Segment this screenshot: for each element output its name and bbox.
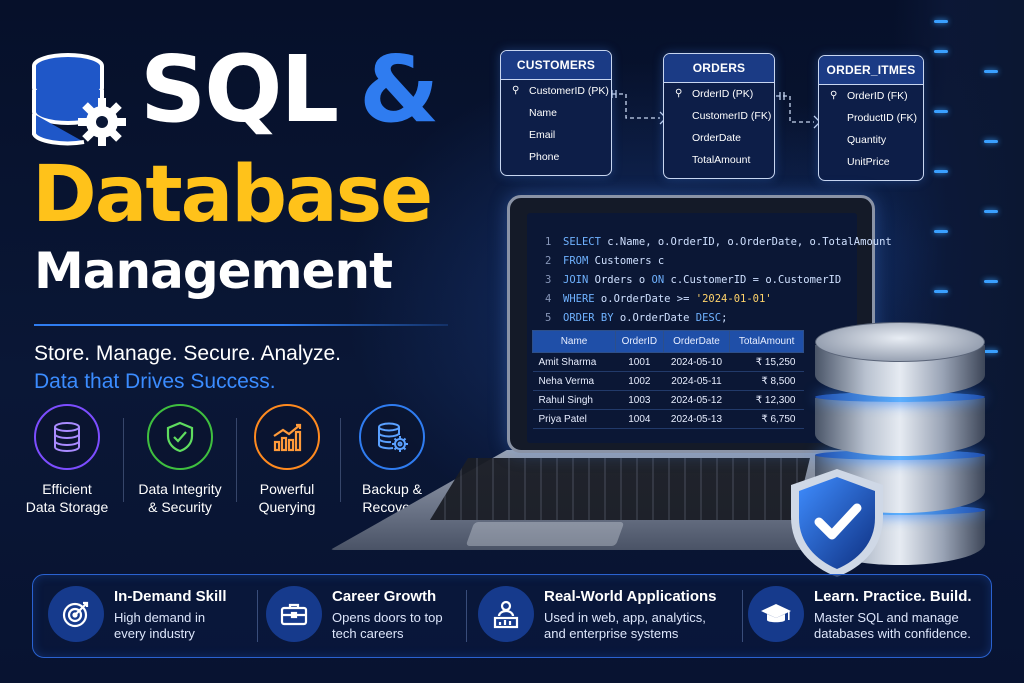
key-icon: ⚲ [675, 88, 683, 99]
column-header: Name [531, 330, 617, 353]
key-icon: ⚲ [830, 90, 838, 101]
database-icon [34, 404, 100, 470]
column-header: TotalAmount [729, 330, 804, 353]
database-logo-icon [30, 50, 130, 150]
analytics-user-icon [478, 586, 534, 642]
title-divider [34, 324, 448, 326]
erd-field: CustomerID (FK) [692, 110, 772, 122]
erd-table-order-items: ORDER_ITMES ⚲OrderID (FK) ProductID (FK)… [818, 55, 924, 181]
erd-table-title: CUSTOMERS [501, 51, 611, 80]
feature-divider [236, 418, 237, 502]
title-management: Management [34, 242, 393, 300]
erd-field: ⚲OrderID (FK) [819, 85, 923, 107]
shield-check-icon [147, 404, 213, 470]
erd-field: ⚲OrderID (PK) [664, 83, 774, 105]
erd-field: ProductID (FK) [847, 112, 918, 124]
erd-field: ⚲CustomerID (PK) [501, 80, 611, 102]
benefit-learn-practice-build: Learn. Practice. Build. Master SQL and m… [748, 584, 983, 648]
benefit-divider [466, 590, 467, 642]
erd-field: Quantity [847, 134, 887, 146]
erd-table-title: ORDERS [664, 54, 774, 83]
title-sql: SQL& [140, 36, 439, 143]
erd-table-customers: CUSTOMERS ⚲CustomerID (PK) Name Email Ph… [500, 50, 612, 176]
erd-field: TotalAmount [692, 154, 751, 166]
benefit-real-world-applications: Real-World Applications Used in web, app… [478, 584, 728, 648]
benefit-divider [257, 590, 258, 642]
erd-field: Phone [529, 151, 560, 163]
tagline-secondary: Data that Drives Success. [34, 370, 276, 393]
database-gear-icon [359, 404, 425, 470]
laptop-keyboard [430, 458, 810, 520]
laptop-trackpad [465, 522, 625, 546]
erd-table-title: ORDER_ITMES [819, 56, 923, 85]
briefcase-icon [266, 586, 322, 642]
title-ampersand: & [359, 36, 439, 143]
target-icon [48, 586, 104, 642]
erd-field: Email [529, 129, 556, 141]
erd-field: UnitPrice [847, 156, 890, 168]
shield-check-icon [791, 469, 883, 577]
title-database: Database [32, 150, 433, 240]
column-header: OrderID [615, 330, 664, 353]
column-header: OrderDate [662, 330, 731, 353]
benefit-divider [742, 590, 743, 642]
erd-table-orders: ORDERS ⚲OrderID (PK) CustomerID (FK) Ord… [663, 53, 775, 179]
bar-chart-icon [254, 404, 320, 470]
tagline-primary: Store. Manage. Secure. Analyze. [34, 342, 342, 365]
query-results-table: Name OrderID OrderDate TotalAmount Amit … [531, 330, 804, 429]
feature-divider [123, 418, 124, 502]
graduation-cap-icon [748, 586, 804, 642]
erd-field: Name [529, 107, 558, 119]
erd-field: OrderDate [692, 132, 742, 144]
feature-divider [340, 418, 341, 502]
feature-data-integrity: Data Integrity& Security [124, 404, 236, 516]
key-icon: ⚲ [512, 85, 520, 96]
